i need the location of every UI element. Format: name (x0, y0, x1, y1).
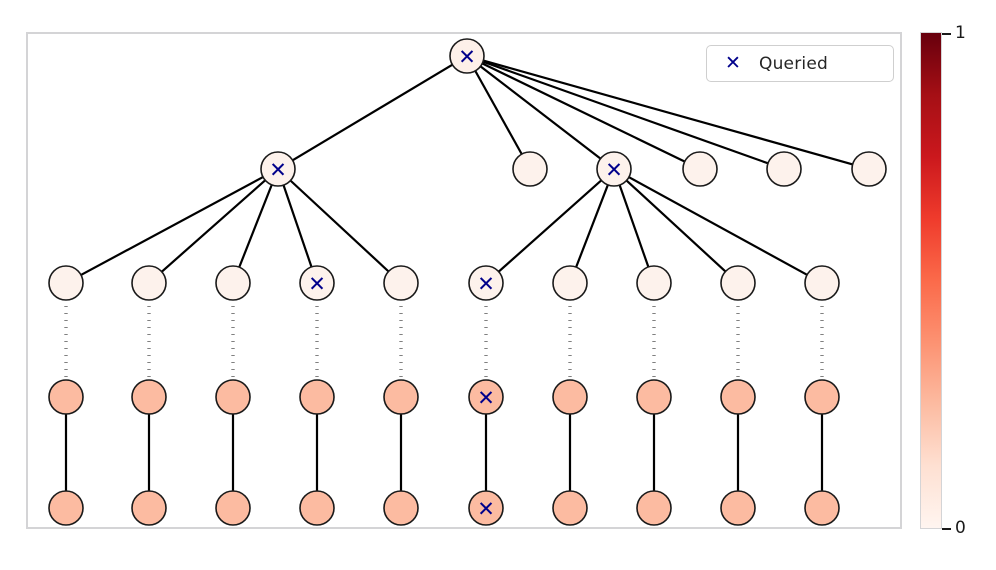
legend-queried-label: Queried (759, 53, 828, 74)
colorbar-gradient (920, 32, 942, 529)
colorbar-ticklabel-max: 1 (955, 23, 966, 43)
plot-axes-frame (26, 32, 902, 529)
legend-queried-x-icon: ✕ (725, 52, 741, 74)
colorbar-tick-bottom (942, 528, 951, 530)
colorbar-ticklabel-min: 0 (955, 518, 966, 538)
legend: ✕ Queried (706, 45, 894, 82)
colorbar-tick-top (942, 33, 951, 35)
colorbar: 1 0 (920, 23, 966, 538)
